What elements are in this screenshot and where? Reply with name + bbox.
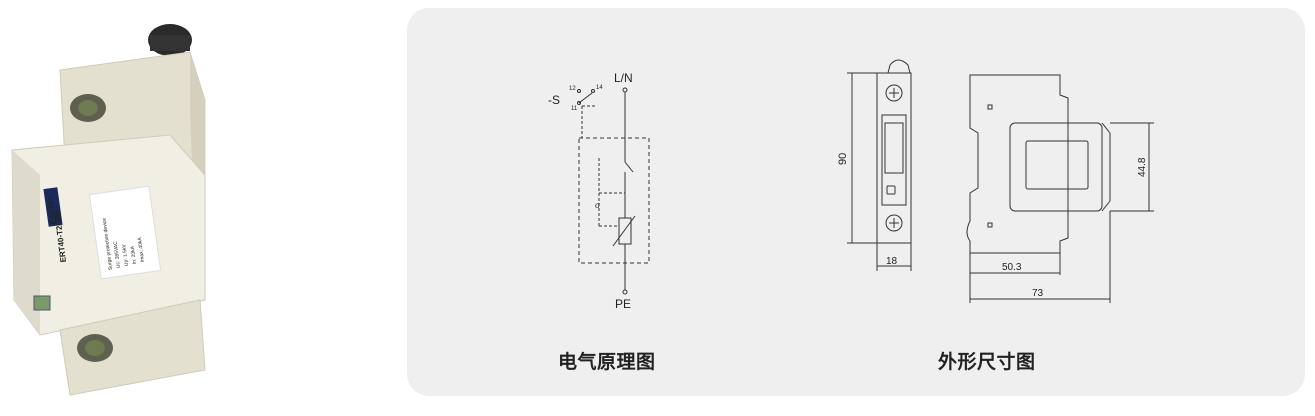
dim-depth-inner: 50.3 bbox=[1002, 262, 1022, 273]
pin-12-label: 12 bbox=[569, 86, 576, 92]
svg-text:σ: σ bbox=[595, 201, 600, 210]
electrical-schematic: L/N PE -S 12 14 11 σ bbox=[548, 71, 650, 308]
product-photo: Eontec ERT40-T2-385 Surge protection dev… bbox=[0, 0, 400, 412]
schematic-switch-label: -S bbox=[548, 93, 560, 107]
dim-front-width: 18 bbox=[886, 256, 898, 267]
surge-protector-image: Eontec ERT40-T2-385 Surge protection dev… bbox=[11, 24, 206, 396]
dimension-drawing: 90 18 50.3 73 44.8 bbox=[837, 59, 1154, 303]
pin-14-label: 14 bbox=[596, 85, 603, 91]
brand-text: Eontec bbox=[45, 195, 58, 225]
dim-window-height: 44.8 bbox=[1137, 157, 1148, 177]
svg-text:Up: 1.5kV: Up: 1.5kV bbox=[121, 243, 130, 266]
dim-depth-total: 73 bbox=[1032, 288, 1044, 299]
svg-text:In: 20kA: In: 20kA bbox=[130, 245, 138, 265]
schematic-top-label: L/N bbox=[614, 71, 633, 85]
svg-text:Imax: 40kA: Imax: 40kA bbox=[137, 236, 146, 262]
dim-height: 90 bbox=[837, 153, 849, 165]
diagram-panel: L/N PE -S 12 14 11 σ bbox=[407, 8, 1305, 396]
dimension-caption: 外形尺寸图 bbox=[938, 351, 1036, 373]
schematic-bottom-label: PE bbox=[615, 297, 631, 308]
schematic-caption: 电气原理图 bbox=[558, 351, 656, 373]
pin-11-label: 11 bbox=[571, 106, 578, 112]
svg-text:Uc: 385VAC: Uc: 385VAC bbox=[113, 240, 122, 268]
